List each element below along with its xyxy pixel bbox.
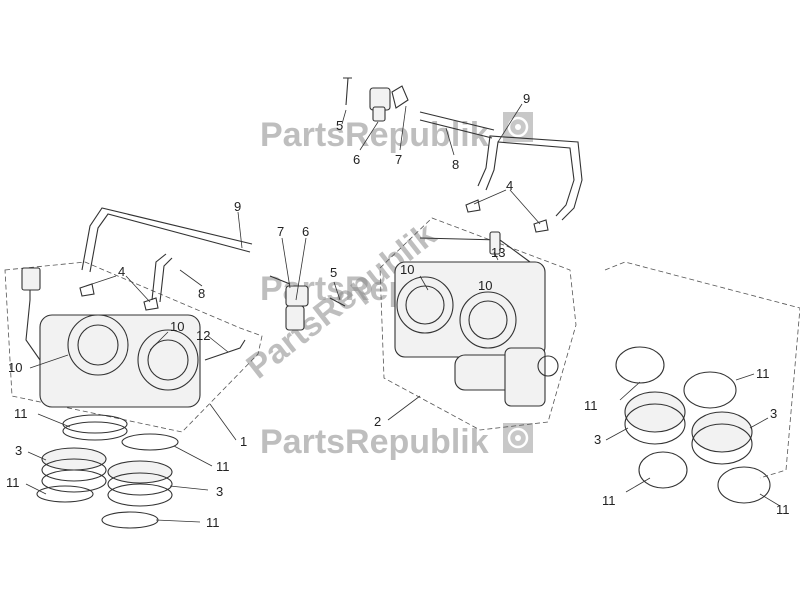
callout-10-left-a: 10 <box>170 319 184 334</box>
callout-13: 13 <box>491 245 505 260</box>
callout-11-right-2: 11 <box>756 366 770 381</box>
callout-9-top: 9 <box>523 91 530 106</box>
left-rings <box>36 414 179 529</box>
top-sensor-assembly <box>343 77 583 221</box>
callout-11-right-4: 11 <box>776 502 790 517</box>
callout-2: 2 <box>374 414 381 429</box>
callout-10-left-b: 10 <box>8 360 22 375</box>
callout-11-left-1: 11 <box>14 406 28 421</box>
callout-11-left-4: 11 <box>206 515 220 530</box>
leader-lines <box>25 103 781 523</box>
callout-11-right-1: 11 <box>584 398 598 413</box>
callout-12: 12 <box>196 328 210 343</box>
callout-10-right-b: 10 <box>478 278 492 293</box>
callout-6-mid: 6 <box>302 224 309 239</box>
callout-4-left: 4 <box>118 264 125 279</box>
callout-8-left: 8 <box>198 286 205 301</box>
callout-3-right-1: 3 <box>594 432 601 447</box>
callout-1: 1 <box>240 434 247 449</box>
callout-labels: 5 6 7 8 9 4 13 10 10 9 4 8 7 6 5 10 10 1… <box>6 91 790 530</box>
left-throttle-body <box>4 207 263 433</box>
callout-11-right-3: 11 <box>602 493 616 508</box>
gear-icon <box>503 423 533 453</box>
callout-5-top: 5 <box>336 118 343 133</box>
callout-4-right: 4 <box>506 178 513 193</box>
callout-8-top: 8 <box>452 157 459 172</box>
right-rings <box>604 261 800 504</box>
middle-sensor <box>269 275 346 331</box>
right-throttle-body <box>379 199 577 431</box>
watermark-text: PartsRepublik <box>260 423 489 461</box>
watermark-bottom: PartsRepublik <box>260 423 533 461</box>
callout-11-left-3: 11 <box>216 459 230 474</box>
callout-9-left: 9 <box>234 199 241 214</box>
callout-3-right-2: 3 <box>770 406 777 421</box>
callout-5-mid: 5 <box>330 265 337 280</box>
watermark-text: PartsRepublik <box>260 116 489 154</box>
callout-6-top: 6 <box>353 152 360 167</box>
callout-7-top: 7 <box>395 152 402 167</box>
callout-7-mid: 7 <box>277 224 284 239</box>
watermark-top: PartsRepublik <box>260 112 533 154</box>
callout-3-left-1: 3 <box>15 443 22 458</box>
callout-11-left-2: 11 <box>6 475 20 490</box>
callout-10-right: 10 <box>400 262 414 277</box>
callout-3-left-2: 3 <box>216 484 223 499</box>
